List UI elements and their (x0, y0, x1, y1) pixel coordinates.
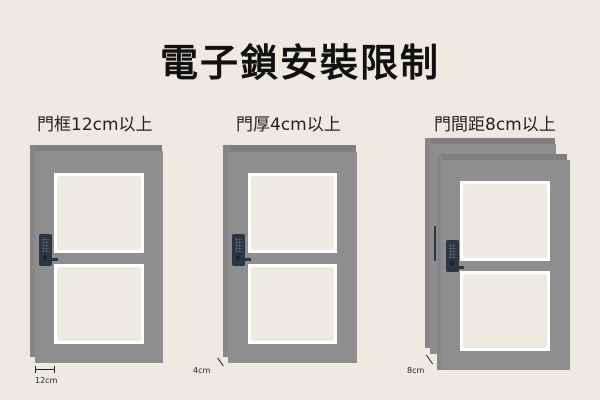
lock-handle-icon (239, 258, 251, 261)
front-door-side-edge (437, 154, 443, 370)
door-glass-panel-top (460, 181, 550, 261)
back-door-side-edge (425, 138, 431, 348)
door-top-edge (30, 145, 162, 151)
door-glass-panel-top (54, 173, 144, 253)
lock-handle-icon (452, 266, 464, 269)
lock-handle-icon (46, 258, 58, 261)
dimension-bar-12cm (35, 369, 55, 370)
dimension-label-12cm: 12cm (35, 376, 58, 385)
door-side-edge (30, 145, 36, 357)
front-door-top-edge (437, 154, 567, 161)
back-door-top-edge (425, 138, 555, 144)
dimension-label-8cm: 8cm (407, 366, 425, 375)
dimension-bar-8cm (425, 354, 434, 365)
dimension-label-4cm: 4cm (193, 366, 211, 375)
door-glass-panel-top (248, 173, 337, 253)
caption-door-thickness: 門厚4cm以上 (236, 115, 341, 135)
smart-lock-icon (446, 240, 459, 272)
caption-door-frame: 門框12cm以上 (37, 115, 153, 135)
door-side-edge (223, 145, 229, 357)
caption-door-gap: 門間距8cm以上 (434, 115, 556, 135)
door-glass-panel-bottom (54, 264, 144, 344)
back-door-handle-icon (434, 226, 436, 261)
door-glass-panel-bottom (248, 264, 337, 344)
page-title: 電子鎖安裝限制 (159, 41, 440, 85)
smart-lock-icon (232, 234, 245, 266)
smart-lock-icon (39, 234, 52, 266)
dimension-bar-4cm (217, 357, 224, 367)
door-top-edge (223, 145, 356, 152)
door-glass-panel-bottom (460, 271, 550, 351)
